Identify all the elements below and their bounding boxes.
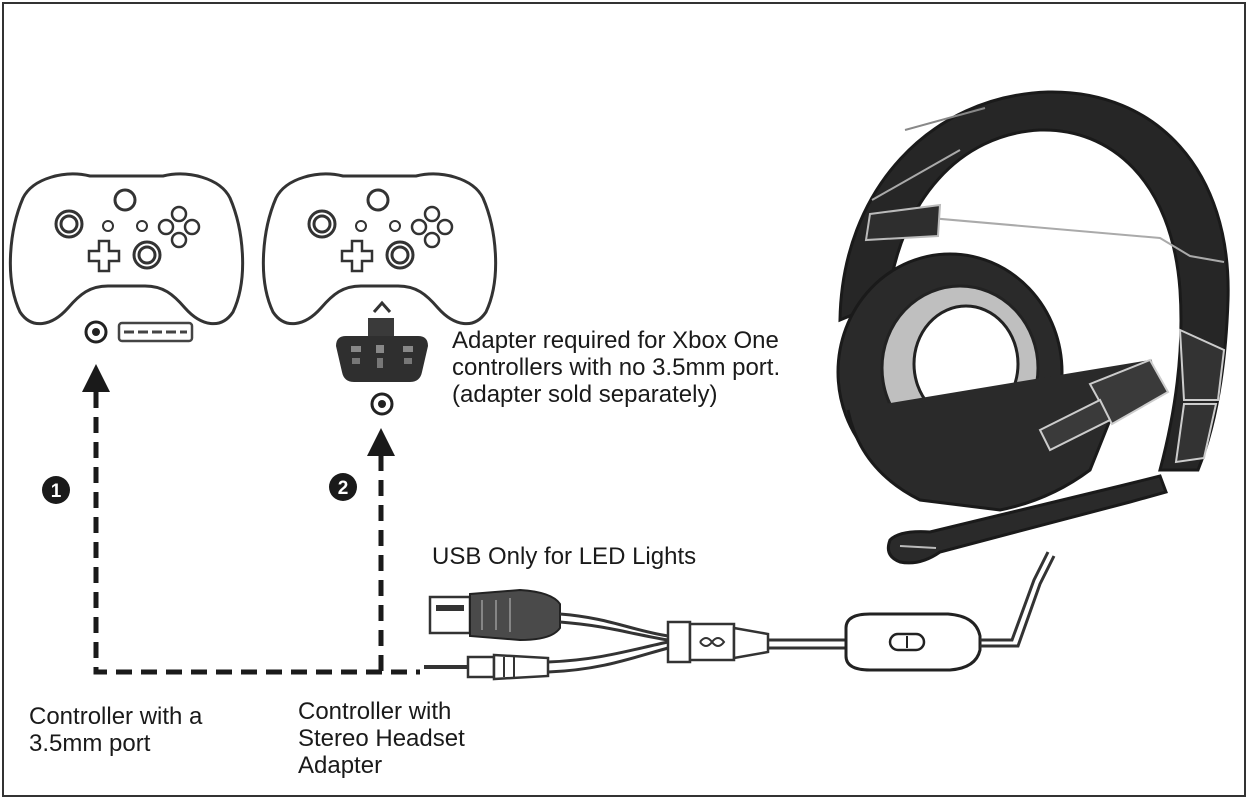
- controller-2-label: Controller with Stereo Headset Adapter: [298, 698, 465, 779]
- splitter-joint-icon: [666, 620, 770, 664]
- headset-icon: [836, 90, 1230, 565]
- audio-jack-plug-icon: [424, 653, 550, 681]
- adapter-note-label: Adapter required for Xbox One controller…: [452, 327, 781, 408]
- svg-text:2: 2: [338, 478, 349, 499]
- usb-led-label: USB Only for LED Lights: [432, 543, 697, 570]
- inline-remote-icon: [844, 612, 982, 672]
- jack-port-icon: [84, 320, 108, 344]
- main-cable: [768, 638, 846, 650]
- usb-plug-icon: [428, 588, 561, 642]
- controller-1-label: Controller with a 3.5mm port: [29, 703, 203, 757]
- adapter-jack-port-icon: [370, 392, 394, 416]
- arrow-up-2-icon: [367, 428, 395, 456]
- y-splitter-cable: [547, 612, 669, 674]
- headset-adapter-icon: [336, 318, 428, 382]
- svg-text:1: 1: [51, 481, 62, 502]
- controller-1-icon: [8, 172, 245, 326]
- usb-port-icon: [117, 321, 194, 343]
- arrow-up-1-icon: [82, 364, 110, 392]
- step-1-badge: 1: [42, 476, 70, 504]
- chevron-up-icon: [372, 300, 392, 313]
- step-2-badge: 2: [329, 473, 357, 501]
- controller-2-icon: [261, 172, 498, 326]
- headset-cable: [980, 551, 1056, 648]
- dashed-path-1: [93, 392, 420, 675]
